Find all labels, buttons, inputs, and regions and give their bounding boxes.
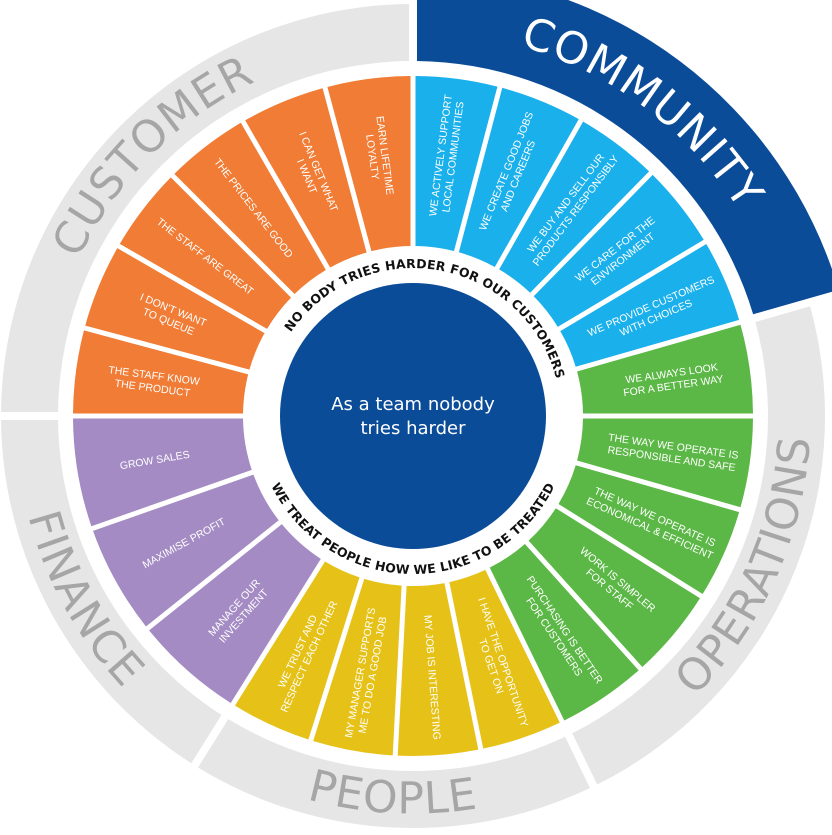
segment-finance-2 — [93, 474, 279, 627]
segment-operations-4 — [528, 508, 701, 667]
segment-community-5 — [560, 244, 740, 367]
segment-customer-6 — [327, 76, 411, 252]
segment-people-3 — [313, 578, 402, 756]
segment-customer-2 — [85, 248, 265, 370]
segment-community-3 — [499, 121, 650, 293]
segment-operations-5 — [489, 543, 639, 721]
center-circle — [280, 283, 546, 549]
outer-band-finance — [1, 419, 222, 764]
segment-operations-1 — [577, 324, 753, 414]
segment-community-2 — [458, 87, 579, 267]
segment-customer-3 — [119, 177, 292, 329]
segment-operations-3 — [558, 465, 740, 595]
segment-customer-5 — [245, 88, 367, 268]
segment-people-4 — [234, 561, 360, 740]
outer-band-community — [417, 0, 832, 315]
segment-customer-4 — [174, 122, 326, 295]
outer-band-customer — [1, 4, 410, 413]
segment-customer-1 — [73, 330, 249, 414]
segment-people-2 — [397, 583, 479, 756]
segment-finance-3 — [73, 418, 252, 527]
segment-finance-1 — [149, 524, 321, 704]
segment-people-1 — [449, 569, 560, 749]
segment-community-4 — [533, 174, 704, 327]
outer-band-operations — [572, 306, 825, 785]
outer-band-people — [198, 719, 591, 828]
segment-operations-2 — [577, 418, 753, 508]
segment-community-1 — [415, 76, 498, 252]
